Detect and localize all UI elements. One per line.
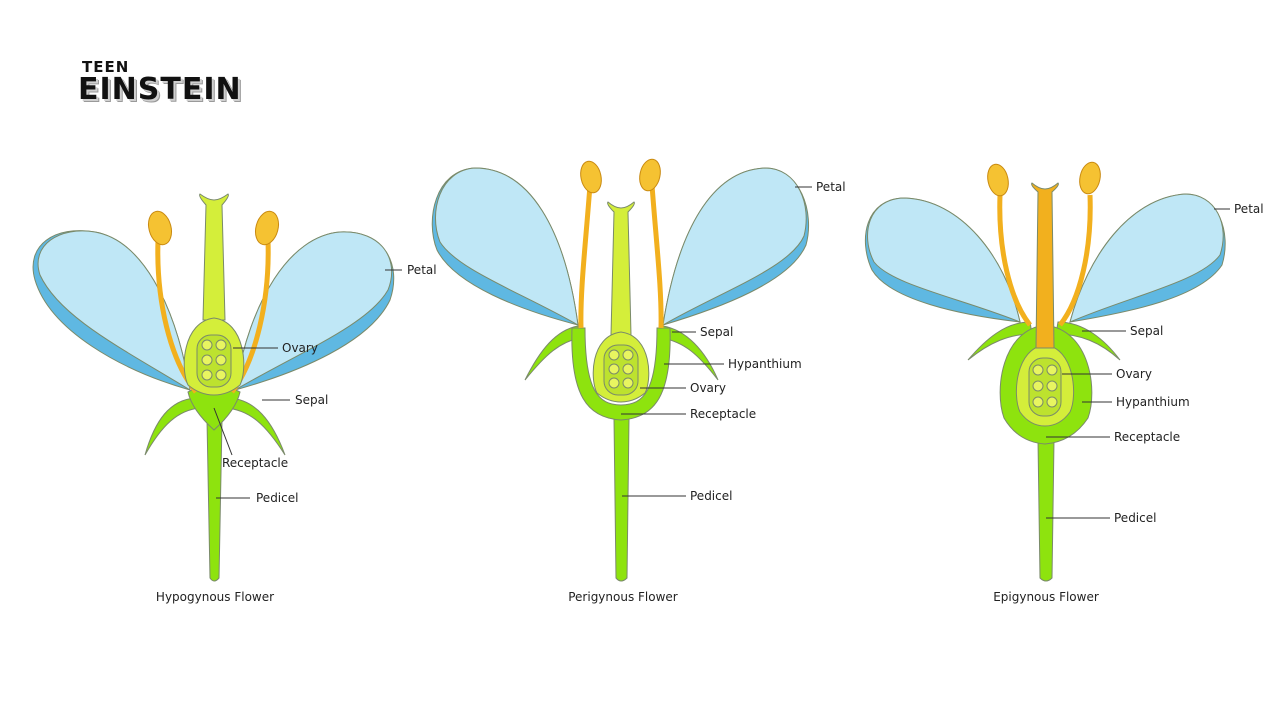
logo-line-einstein: EINSTEIN bbox=[78, 72, 242, 107]
epigynous-pedicel bbox=[1037, 439, 1055, 582]
perigynous-style bbox=[607, 201, 635, 336]
perigynous-hypanthium bbox=[571, 327, 671, 421]
perigynous-receptacle-label: Receptacle bbox=[690, 407, 756, 421]
epigynous-sepal-right bbox=[1055, 321, 1121, 361]
hypogynous-pedicel-label: Pedicel bbox=[256, 491, 298, 505]
logo-line-teen: TEEN bbox=[82, 58, 130, 76]
hypogynous-petal-right-face bbox=[234, 231, 393, 391]
hypogynous-receptacle-leader bbox=[213, 407, 233, 456]
perigynous-sepal-left bbox=[524, 325, 581, 381]
perigynous-ovules bbox=[608, 349, 634, 389]
perigynous-caption: Perigynous Flower bbox=[568, 590, 678, 604]
epigynous-petal-right-face bbox=[1069, 193, 1224, 323]
perigynous-ovary-label: Ovary bbox=[690, 381, 726, 395]
epigynous-flower: Petal Sepal Ovary Hypanthium Receptacle … bbox=[864, 161, 1264, 604]
perigynous-petal-left-face bbox=[435, 167, 579, 326]
perigynous-pedicel bbox=[613, 417, 630, 582]
epigynous-sepal-label: Sepal bbox=[1130, 324, 1163, 338]
hypogynous-pedicel bbox=[206, 419, 223, 582]
hypogynous-anther-left bbox=[147, 210, 173, 246]
hypogynous-anther-right bbox=[254, 210, 280, 246]
epigynous-anther-right bbox=[1079, 161, 1101, 195]
epigynous-hypanthium-label: Hypanthium bbox=[1116, 395, 1190, 409]
perigynous-anther-right bbox=[639, 158, 661, 192]
perigynous-sepal-label: Sepal bbox=[700, 325, 733, 339]
perigynous-pedicel-label: Pedicel bbox=[690, 489, 732, 503]
teen-einstein-logo: TEEN EINSTEIN bbox=[78, 58, 298, 118]
perigynous-sepal-right bbox=[661, 325, 719, 381]
hypogynous-sepal-left bbox=[144, 397, 201, 456]
epigynous-anther-left bbox=[987, 163, 1009, 197]
perigynous-stamen-right bbox=[649, 184, 664, 329]
hypogynous-petal-label: Petal bbox=[407, 263, 437, 277]
hypogynous-ovules bbox=[201, 339, 227, 381]
hypogynous-sepal-right bbox=[225, 397, 286, 456]
perigynous-petal-right-face bbox=[662, 167, 807, 326]
hypogynous-ovary-label: Ovary bbox=[282, 341, 318, 355]
epigynous-style bbox=[1031, 182, 1059, 349]
epigynous-stamen-right bbox=[1058, 194, 1093, 327]
hypogynous-receptacle-label: Receptacle bbox=[222, 456, 288, 470]
perigynous-flower: Petal Sepal Hypanthium Ovary Receptacle … bbox=[431, 158, 846, 604]
hypogynous-flower: Petal Ovary Sepal Receptacle Pedicel Hyp… bbox=[32, 193, 437, 604]
epigynous-petal-left-face bbox=[867, 197, 1021, 323]
perigynous-anther-left bbox=[580, 160, 602, 194]
hypogynous-style bbox=[199, 193, 229, 321]
epigynous-stamen-left bbox=[997, 194, 1032, 327]
perigynous-stamen-left bbox=[578, 184, 593, 329]
hypogynous-caption: Hypogynous Flower bbox=[156, 590, 274, 604]
epigynous-sepal-left bbox=[967, 321, 1033, 361]
epigynous-pedicel-label: Pedicel bbox=[1114, 511, 1156, 525]
epigynous-ovary-label: Ovary bbox=[1116, 367, 1152, 381]
epigynous-receptacle-label: Receptacle bbox=[1114, 430, 1180, 444]
perigynous-hypanthium-label: Hypanthium bbox=[728, 357, 802, 371]
hypogynous-sepal-label: Sepal bbox=[295, 393, 328, 407]
perigynous-petal-label: Petal bbox=[816, 180, 846, 194]
epigynous-caption: Epigynous Flower bbox=[993, 590, 1099, 604]
epigynous-petal-label: Petal bbox=[1234, 202, 1264, 216]
epigynous-ovules bbox=[1032, 364, 1058, 408]
